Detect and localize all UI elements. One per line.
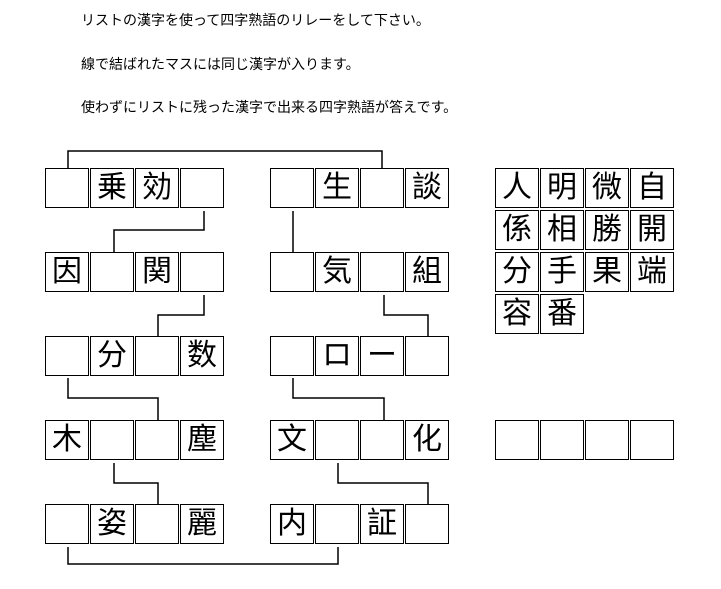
connector-l2-l3: [67, 378, 159, 420]
puzzle-cell[interactable]: [315, 420, 359, 460]
puzzle-cell[interactable]: [315, 504, 359, 544]
puzzle-cell[interactable]: ー: [360, 336, 404, 376]
puzzle-cell[interactable]: [180, 168, 224, 208]
kanji-list-cell[interactable]: 相: [540, 210, 584, 250]
kanji-list-cell[interactable]: 係: [495, 210, 539, 250]
puzzle-cell[interactable]: 談: [405, 168, 449, 208]
kanji-list-cell[interactable]: 微: [585, 168, 629, 208]
puzzle-cell[interactable]: 塵: [180, 420, 224, 460]
puzzle-cell[interactable]: [405, 336, 449, 376]
instruction-3: 使わずにリストに残った漢字で出来る四字熟語が答えです。: [81, 100, 458, 116]
puzzle-cell[interactable]: 関: [135, 252, 179, 292]
puzzle-cell[interactable]: 証: [360, 504, 404, 544]
kanji-list-cell[interactable]: 容: [495, 294, 539, 334]
kanji-list-cell[interactable]: 自: [630, 168, 674, 208]
puzzle-cell[interactable]: [270, 252, 314, 292]
instruction-2: 線で結ばれたマスには同じ漢字が入ります。: [81, 57, 360, 73]
puzzle-cell[interactable]: [360, 252, 404, 292]
puzzle-cell[interactable]: [360, 168, 404, 208]
answer-cell[interactable]: [585, 420, 629, 460]
puzzle-cell[interactable]: [270, 336, 314, 376]
instruction-1: リストの漢字を使って四字熟語のリレーをして下さい。: [81, 13, 430, 29]
puzzle-cell[interactable]: 文: [270, 420, 314, 460]
kanji-list-cell[interactable]: 手: [540, 252, 584, 292]
puzzle-cell[interactable]: [135, 336, 179, 376]
puzzle-cell[interactable]: 生: [315, 168, 359, 208]
kanji-list-cell[interactable]: 果: [585, 252, 629, 292]
puzzle-cell[interactable]: [90, 252, 134, 292]
connector-m2-m3: [292, 378, 385, 420]
kanji-list-cell[interactable]: 人: [495, 168, 539, 208]
puzzle-cell[interactable]: [405, 504, 449, 544]
kanji-list-cell[interactable]: 開: [630, 210, 674, 250]
puzzle-cell[interactable]: ロ: [315, 336, 359, 376]
puzzle-cell[interactable]: [270, 168, 314, 208]
kanji-list-cell[interactable]: 端: [630, 252, 674, 292]
connector-l1-l2: [157, 295, 205, 336]
puzzle-cell[interactable]: [360, 420, 404, 460]
kanji-list-cell[interactable]: 勝: [585, 210, 629, 250]
connector-m3-m4: [337, 463, 429, 504]
connector-l0-l0: [67, 150, 383, 168]
puzzle-cell[interactable]: 内: [270, 504, 314, 544]
connector-m1-m2: [383, 295, 429, 336]
kanji-list-cell[interactable]: 分: [495, 252, 539, 292]
connector-l4-m4: [67, 547, 339, 565]
answer-cell[interactable]: [540, 420, 584, 460]
puzzle-cell[interactable]: [90, 420, 134, 460]
puzzle-cell[interactable]: 組: [405, 252, 449, 292]
puzzle-cell[interactable]: 化: [405, 420, 449, 460]
answer-cell[interactable]: [630, 420, 674, 460]
puzzle-cell[interactable]: [135, 504, 179, 544]
puzzle-cell[interactable]: [45, 336, 89, 376]
puzzle-cell[interactable]: 分: [90, 336, 134, 376]
puzzle-cell[interactable]: [135, 420, 179, 460]
puzzle-cell[interactable]: 麗: [180, 504, 224, 544]
puzzle-cell[interactable]: 因: [45, 252, 89, 292]
connector-l0-l1: [113, 211, 205, 252]
puzzle-cell[interactable]: 木: [45, 420, 89, 460]
puzzle-cell[interactable]: 気: [315, 252, 359, 292]
puzzle-cell[interactable]: [180, 252, 224, 292]
puzzle-cell[interactable]: 姿: [90, 504, 134, 544]
puzzle-cell[interactable]: 乗: [90, 168, 134, 208]
connector-l3-l4: [113, 463, 159, 504]
puzzle-cell[interactable]: 数: [180, 336, 224, 376]
answer-cell[interactable]: [495, 420, 539, 460]
kanji-list-cell[interactable]: 番: [540, 294, 584, 334]
puzzle-cell[interactable]: 効: [135, 168, 179, 208]
puzzle-cell[interactable]: [45, 168, 89, 208]
kanji-list-cell[interactable]: 明: [540, 168, 584, 208]
puzzle-cell[interactable]: [45, 504, 89, 544]
